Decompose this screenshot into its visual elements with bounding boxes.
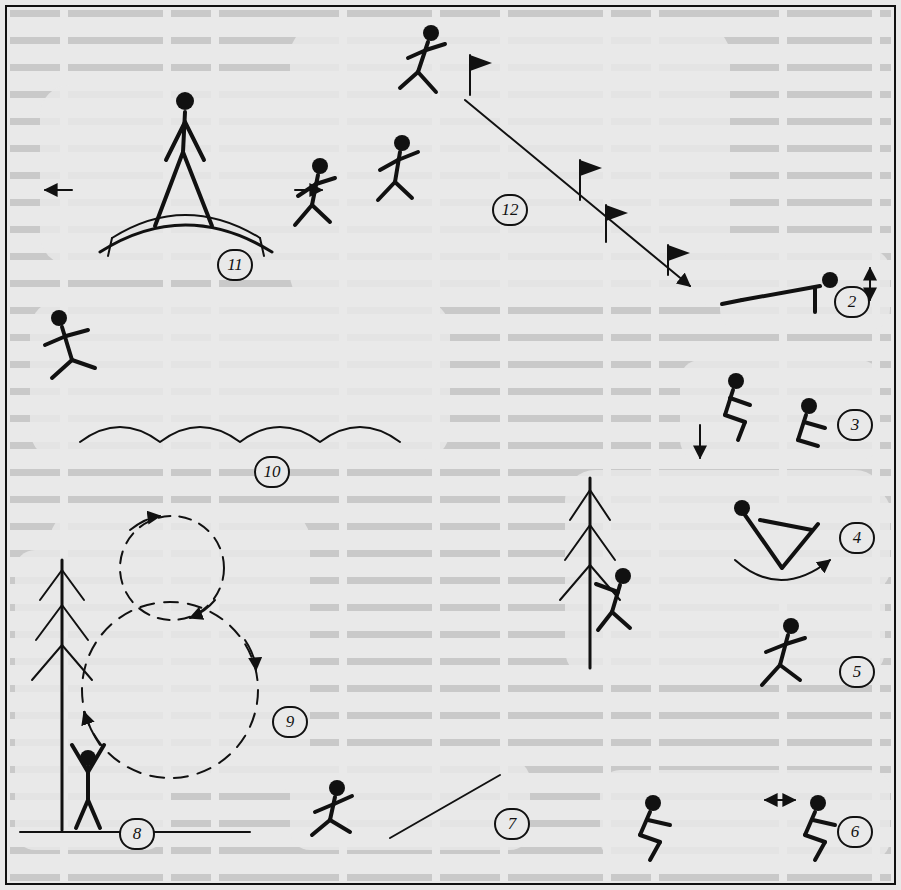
callout-number: 2 — [834, 286, 870, 318]
callout-number: 9 — [272, 706, 308, 738]
callout-number: 11 — [217, 249, 253, 281]
callout-number: 7 — [494, 808, 530, 840]
callout-number: 12 — [492, 194, 528, 226]
callout-number: 4 — [839, 522, 875, 554]
callout-number: 6 — [837, 816, 873, 848]
callout-number: 8 — [119, 818, 155, 850]
callout-number: 10 — [254, 456, 290, 488]
callout-number: 5 — [839, 656, 875, 688]
callout-number: 3 — [837, 409, 873, 441]
